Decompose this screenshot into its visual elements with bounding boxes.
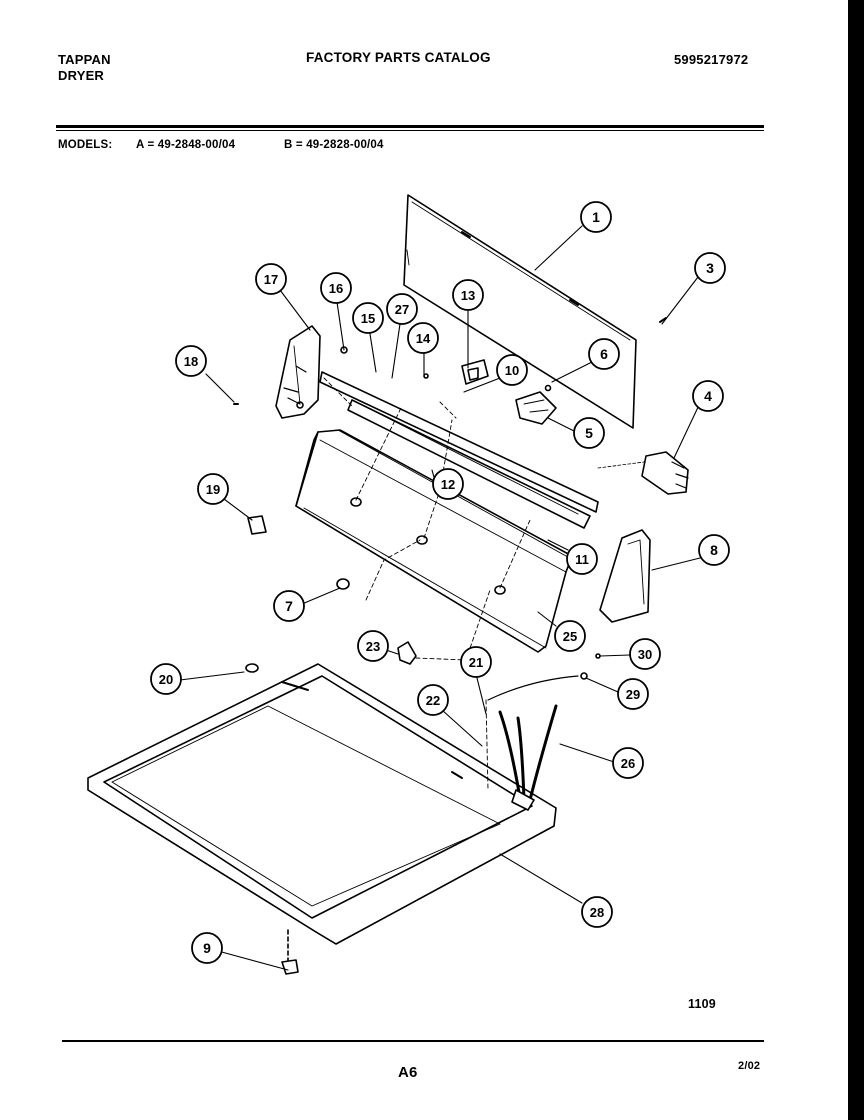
right-edge-border (848, 0, 864, 1120)
callout-7-label: 7 (285, 598, 293, 614)
part-top-panel (87, 663, 557, 945)
revision-date: 2/02 (738, 1060, 761, 1072)
callout-28-label: 28 (590, 905, 604, 920)
callout-6: 6 (588, 338, 620, 370)
callout-11-label: 11 (575, 552, 589, 567)
callout-8-label: 8 (710, 542, 718, 558)
catalog-number: 5995217972 (674, 52, 749, 67)
callout-29-label: 29 (626, 687, 640, 702)
callout-19-label: 19 (206, 482, 220, 497)
callout-25: 25 (554, 620, 586, 652)
part-rear-panel (403, 194, 637, 429)
callout-22-label: 22 (426, 693, 440, 708)
brand-block: TAPPAN DRYER (58, 52, 111, 84)
footer-rule (62, 1040, 764, 1042)
callout-22: 22 (417, 684, 449, 716)
callout-21: 21 (460, 646, 492, 678)
leader-lines (179, 225, 701, 971)
callout-4-label: 4 (704, 388, 712, 404)
callout-18-label: 18 (184, 354, 198, 369)
callout-28: 28 (581, 896, 613, 928)
callout-5-label: 5 (585, 425, 593, 441)
callout-23-label: 23 (366, 639, 380, 654)
callout-15: 15 (352, 302, 384, 334)
part-screw (281, 929, 299, 975)
callout-30: 30 (629, 638, 661, 670)
callout-12: 12 (432, 468, 464, 500)
header-rule-thin (56, 130, 764, 131)
callout-9: 9 (191, 932, 223, 964)
callout-16: 16 (320, 272, 352, 304)
callout-9-label: 9 (203, 940, 211, 956)
callout-29: 29 (617, 678, 649, 710)
callout-26-label: 26 (621, 756, 635, 771)
callout-5: 5 (573, 417, 605, 449)
part-control-panel (295, 429, 573, 653)
part-switch (461, 359, 489, 385)
callout-7: 7 (273, 590, 305, 622)
callout-13: 13 (452, 279, 484, 311)
models-label: MODELS: (58, 139, 113, 151)
product-name: DRYER (58, 68, 105, 83)
callout-20: 20 (150, 663, 182, 695)
callout-18: 18 (175, 345, 207, 377)
part-timer (597, 451, 689, 495)
callout-16-label: 16 (329, 281, 343, 296)
callout-10-label: 10 (505, 363, 519, 378)
part-right-end-cap (599, 529, 651, 623)
callout-30-label: 30 (638, 647, 652, 662)
callout-12-label: 12 (441, 477, 455, 492)
part-small-fasteners (233, 317, 667, 680)
callout-23: 23 (357, 630, 389, 662)
callout-17: 17 (255, 263, 287, 295)
part-wiring-harness (487, 675, 579, 811)
part-left-end-bracket (275, 325, 321, 419)
callout-1-label: 1 (592, 209, 600, 225)
callout-6-label: 6 (600, 346, 608, 362)
callout-17-label: 17 (264, 272, 278, 287)
callout-27-label: 27 (395, 302, 409, 317)
catalog-title: FACTORY PARTS CATALOG (306, 50, 491, 65)
callout-25-label: 25 (563, 629, 577, 644)
callout-20-label: 20 (159, 672, 173, 687)
part-console-rail (319, 371, 599, 529)
brand-name: TAPPAN (58, 52, 111, 67)
callout-1: 1 (580, 201, 612, 233)
callouts: 1 3 4 5 6 7 8 9 10 11 12 13 14 15 16 17 … (150, 201, 730, 964)
callout-19: 19 (197, 473, 229, 505)
callout-21-label: 21 (469, 655, 483, 670)
callout-13-label: 13 (461, 288, 475, 303)
callout-14: 14 (407, 322, 439, 354)
callout-10: 10 (496, 354, 528, 386)
callout-11: 11 (566, 543, 598, 575)
callout-4: 4 (692, 380, 724, 412)
header-rule (56, 125, 764, 128)
callout-3: 3 (694, 252, 726, 284)
callout-26: 26 (612, 747, 644, 779)
callout-27: 27 (386, 293, 418, 325)
model-a: A = 49-2848-00/04 (136, 139, 236, 151)
callout-15-label: 15 (361, 311, 375, 326)
model-b: B = 49-2828-00/04 (284, 139, 384, 151)
callout-8: 8 (698, 534, 730, 566)
callout-3-label: 3 (706, 260, 714, 276)
part-control (515, 391, 557, 425)
figure-code: 1109 (688, 997, 716, 1011)
page-number: A6 (398, 1064, 418, 1081)
callout-14-label: 14 (416, 331, 431, 346)
